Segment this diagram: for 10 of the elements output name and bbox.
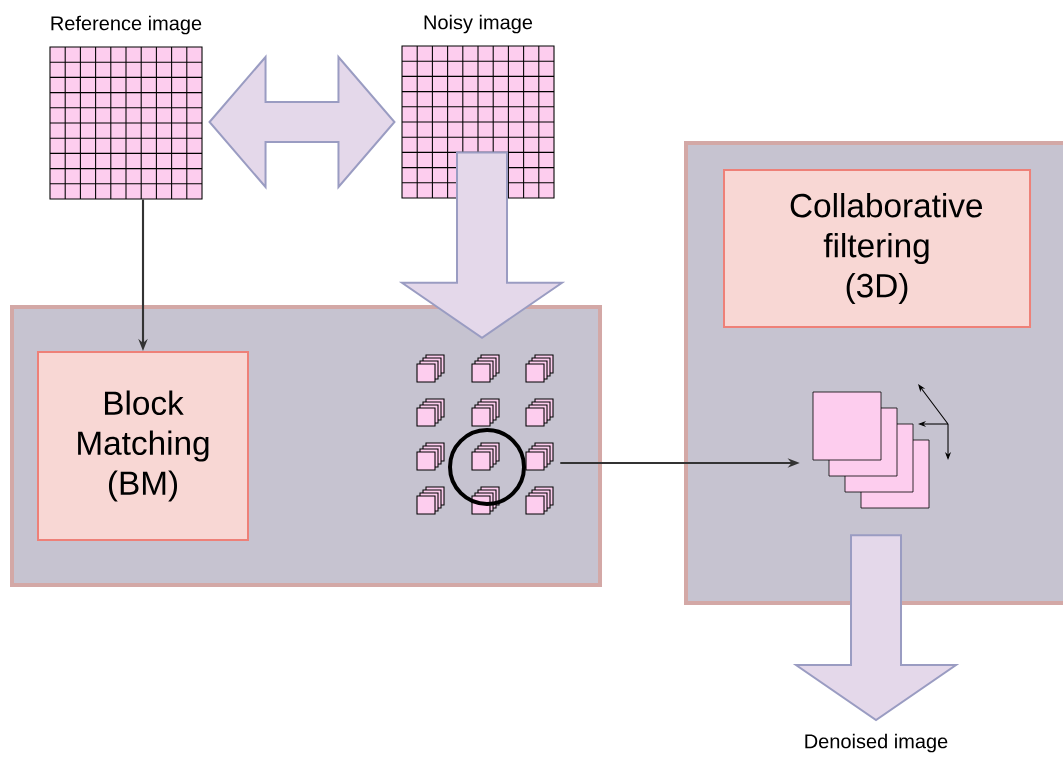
process-box: Collaborative filtering (3D) <box>723 169 1031 328</box>
image-caption: Noisy image <box>424 14 533 34</box>
block-arrow <box>208 54 396 190</box>
output-caption: Denoised image <box>805 733 948 753</box>
block-stack-drawing <box>416 354 554 515</box>
image-caption: Reference image <box>51 15 202 35</box>
block-arrow <box>398 151 566 339</box>
block-arrow <box>792 534 960 722</box>
block-stack-drawing <box>812 391 930 509</box>
process-box: Block Matching (BM) <box>37 351 249 541</box>
